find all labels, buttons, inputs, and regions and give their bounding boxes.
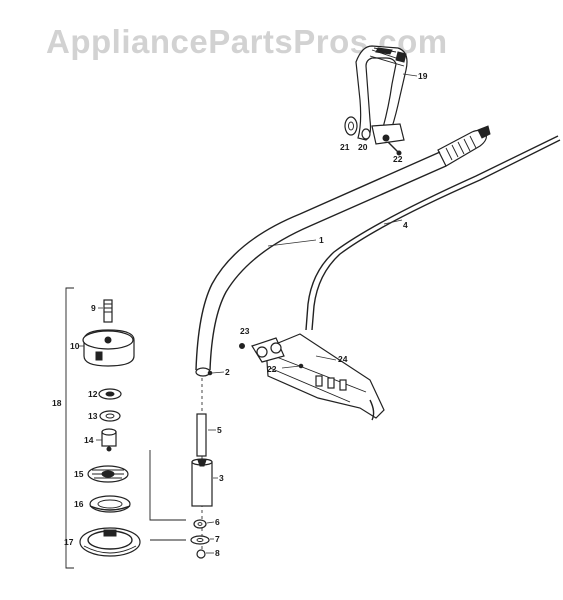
callout-4: 4 [403, 220, 408, 230]
leader-1 [267, 239, 317, 247]
shaft-part-5 [196, 413, 207, 457]
sleeve-part-3 [191, 458, 213, 507]
throttle-grip [437, 125, 491, 167]
screw-part-23 [239, 343, 245, 349]
connector-line [149, 450, 186, 521]
washer-part-6 [193, 519, 207, 529]
bushing-part-7 [190, 535, 210, 545]
callout-3: 3 [219, 473, 224, 483]
callout-22-top: 22 [393, 154, 403, 164]
line-part-4 [305, 135, 561, 331]
bracket-assembly [251, 337, 285, 363]
callout-23: 23 [240, 326, 250, 336]
callout-15: 15 [74, 469, 84, 479]
clamp-block [371, 123, 405, 145]
shield-part-24 [265, 333, 385, 421]
leader-19 [402, 73, 418, 77]
callout-16: 16 [74, 499, 84, 509]
callout-22-bottom: 22 [267, 364, 277, 374]
washer-part-12 [98, 388, 122, 400]
screw-part-22-top [387, 141, 402, 156]
leader-2 [211, 371, 225, 374]
callout-8: 8 [215, 548, 220, 558]
callout-13: 13 [88, 411, 98, 421]
callout-5: 5 [217, 425, 222, 435]
callout-2: 2 [225, 367, 230, 377]
screw-part-22-bottom [281, 363, 304, 369]
callout-17: 17 [64, 537, 74, 547]
callout-1: 1 [319, 235, 324, 245]
callout-12: 12 [88, 389, 98, 399]
bracket-18 [65, 287, 74, 569]
hub-part-14 [101, 428, 117, 452]
callout-20: 20 [358, 142, 368, 152]
pin-part-2 [207, 370, 213, 376]
leader-6 [206, 521, 215, 524]
spring-part-15 [87, 465, 129, 483]
clamp-part-21 [344, 116, 358, 136]
bolt-part-9 [103, 299, 113, 323]
tube-part-1 [195, 151, 447, 377]
reel-part-16 [89, 495, 131, 513]
nut-part-8 [196, 549, 206, 559]
callout-14: 14 [84, 435, 94, 445]
callout-7: 7 [215, 534, 220, 544]
bolt-part-20 [361, 128, 371, 140]
leader-4 [383, 219, 403, 225]
housing-part-17 [79, 527, 141, 557]
callout-10: 10 [70, 341, 80, 351]
spool-part-13 [99, 410, 121, 422]
callout-21: 21 [340, 142, 350, 152]
callout-24: 24 [338, 354, 348, 364]
cover-part-10 [82, 329, 135, 367]
callout-19: 19 [418, 71, 428, 81]
callout-6: 6 [215, 517, 220, 527]
callout-18: 18 [52, 398, 62, 408]
leader-24 [315, 355, 337, 361]
callout-9: 9 [91, 303, 96, 313]
